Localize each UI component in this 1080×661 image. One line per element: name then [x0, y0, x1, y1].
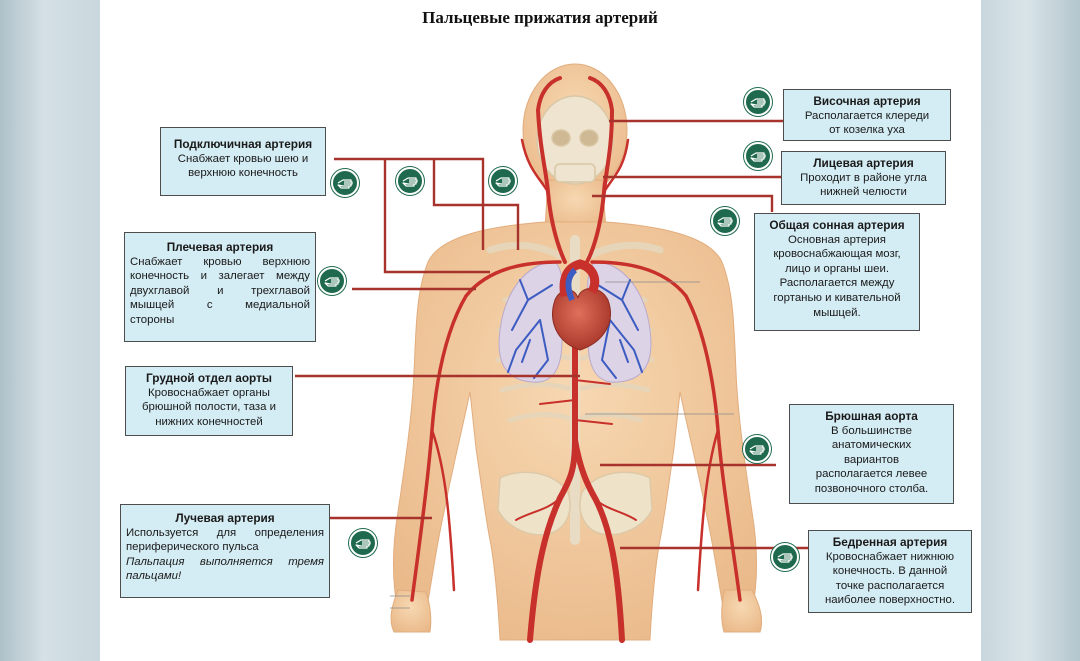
callout-text: конечность и залегает между	[130, 270, 310, 283]
pressing-hand-icon	[396, 167, 424, 195]
callout-text: наиболее поверхностно.	[824, 594, 956, 607]
callout-text: В большинстве	[831, 424, 912, 437]
callout-text: верхнюю конечность	[188, 167, 298, 180]
pressing-hand-icon	[744, 88, 772, 116]
callout-note-text: пальцами!	[126, 570, 182, 583]
callout-heading: Плечевая артерия	[166, 240, 274, 254]
callout-heading: Подключичная артерия	[173, 137, 313, 151]
callout-femoral-artery: Бедренная артерия Кровоснабжает нижнюю к…	[808, 530, 972, 613]
callout-subclavian-artery: Подключичная артерия Снабжает кровью шею…	[160, 127, 326, 196]
callout-heading: Лучевая артерия	[175, 511, 275, 525]
skull	[536, 95, 614, 185]
callout-brachial-artery: Плечевая артерия Снабжает кровью верхнюю…	[124, 232, 316, 342]
callout-thoracic-aorta: Грудной отдел аорты Кровоснабжает органы…	[125, 366, 293, 436]
pressing-hand-icon	[318, 267, 346, 295]
callout-text: Основная артерия	[788, 233, 886, 246]
callout-heading: Брюшная аорта	[825, 409, 918, 423]
callout-temporal-artery: Височная артерия Располагается клереди о…	[783, 89, 951, 141]
callout-text: двухглавой и трехглавой	[130, 284, 310, 297]
callout-text: Кровоснабжает нижнюю	[825, 550, 955, 563]
callout-text: Располагается между	[779, 277, 895, 290]
callout-heading: Височная артерия	[813, 94, 921, 108]
callout-text: брюшной полости, таза и	[141, 401, 277, 414]
callout-text: мышцей.	[813, 306, 861, 319]
callout-note: Пальпация выполняется тремя	[126, 555, 324, 570]
callout-text: гортанью и кивательной	[773, 291, 901, 304]
callout-heading: Грудной отдел аорты	[146, 371, 272, 385]
pressing-hand-icon	[771, 543, 799, 571]
callout-text: от козелка уха	[829, 124, 905, 137]
pressing-hand-icon	[331, 169, 359, 197]
callout-note: пальцами!	[126, 569, 324, 584]
callout-common-carotid-artery: Общая сонная артерия Основная артерия кр…	[754, 213, 920, 331]
callout-text: Проходит в районе угла	[800, 171, 927, 184]
pressing-hand-icon	[489, 167, 517, 195]
guide-lines	[390, 281, 734, 609]
callout-text: Располагается клереди	[804, 109, 930, 122]
heart	[552, 259, 611, 351]
lungs	[498, 261, 652, 383]
callout-text: Используется для определения	[126, 526, 324, 539]
callout-text: Снабжает кровью верхнюю	[130, 255, 310, 268]
callout-abdominal-aorta: Брюшная аорта В большинстве анатомически…	[789, 404, 954, 504]
callout-heading: Общая сонная артерия	[769, 218, 905, 232]
pressing-hand-icon	[349, 529, 377, 557]
callout-text: лицо и органы шеи.	[785, 262, 889, 275]
pressing-hand-icon	[743, 435, 771, 463]
callout-radial-artery: Лучевая артерия Используется для определ…	[120, 504, 330, 598]
callout-text: Кровоснабжает органы	[148, 386, 270, 399]
callout-note-text: Пальпация выполняется тремя	[126, 555, 324, 568]
pressing-hand-icon	[711, 207, 739, 235]
callout-heading: Бедренная артерия	[832, 535, 948, 549]
callout-text: нижней челюсти	[820, 186, 907, 199]
callout-text: мышцей с медиальной	[130, 299, 310, 312]
callout-text: вариантов	[843, 453, 900, 466]
callout-text: периферического пульса	[126, 541, 259, 554]
callout-text: располагается левее	[815, 468, 928, 481]
callout-text: точке располагается	[835, 579, 945, 592]
callout-text: позвоночного столба.	[814, 482, 929, 495]
pressing-hand-icon	[744, 142, 772, 170]
callout-facial-artery: Лицевая артерия Проходит в районе угла н…	[781, 151, 946, 205]
callout-text: Снабжает кровью шею и	[177, 152, 309, 165]
callout-heading: Лицевая артерия	[813, 156, 914, 170]
callout-text: нижних конечностей	[155, 415, 263, 428]
diagram-title: Пальцевые прижатия артерий	[422, 8, 658, 27]
callout-text: анатомических	[831, 439, 912, 452]
arteries	[410, 76, 742, 643]
callout-text: конечность. В данной	[832, 565, 948, 578]
callout-text: кровоснабжающая мозг,	[773, 248, 901, 261]
callout-text: стороны	[130, 313, 175, 326]
